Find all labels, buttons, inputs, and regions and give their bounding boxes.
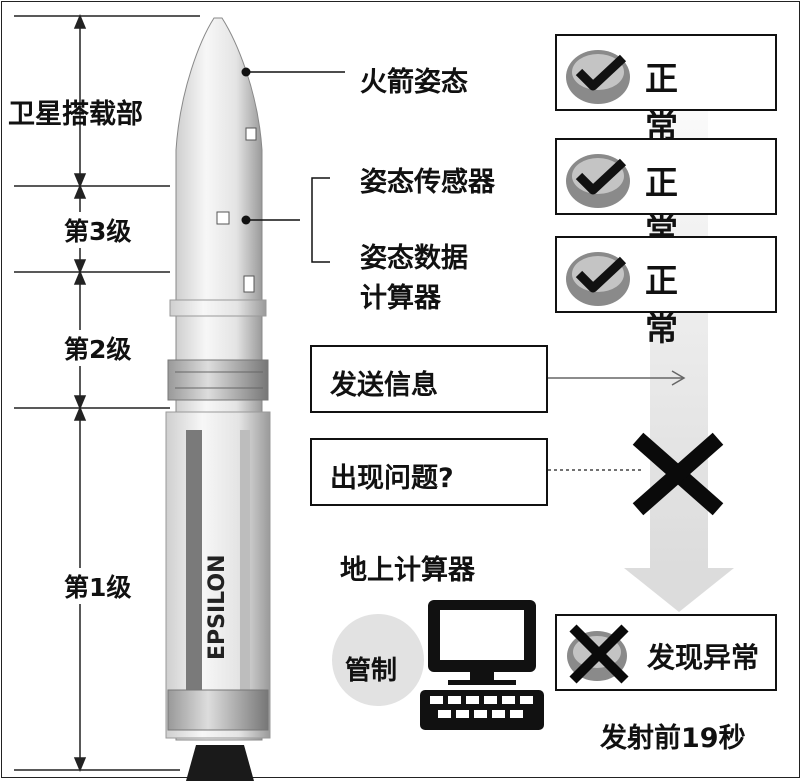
status-text: 正常 <box>645 59 718 146</box>
stage-label-payload: 卫星搭载部 <box>8 99 143 130</box>
stage-dimension-line <box>14 14 200 772</box>
problem-box: 出现问题? <box>310 438 548 506</box>
check-circle-icon <box>566 252 630 306</box>
send-arrow <box>548 370 686 386</box>
send-info-text: 发送信息 <box>330 370 438 401</box>
label-attitude-computer-line1: 姿态数据 <box>360 243 468 274</box>
sensor-point <box>241 215 251 225</box>
rocket-brand-text: EPSILON <box>205 554 230 660</box>
leader-lines <box>246 71 345 263</box>
label-attitude-sensor: 姿态传感器 <box>360 167 495 198</box>
stage-label-second: 第2级 <box>64 330 132 366</box>
attitude-point <box>241 67 251 77</box>
problem-text: 出现问题? <box>330 463 454 494</box>
launch-timing: 发射前19秒 <box>600 723 746 754</box>
check-circle-icon <box>566 154 630 208</box>
check-circle-icon <box>566 50 630 104</box>
label-attitude-computer-line2: 计算器 <box>360 283 441 314</box>
label-rocket-attitude: 火箭姿态 <box>360 67 468 98</box>
keyboard-keys <box>430 696 533 718</box>
status-box-attitude: 正常 <box>555 34 777 146</box>
abnormal-text: 发现异常 <box>647 641 760 674</box>
stage-label-third: 第3级 <box>64 212 132 248</box>
rocket-body <box>165 17 271 781</box>
error-cross-icon <box>632 432 724 516</box>
status-box-abnormal: 发现异常 <box>555 614 777 691</box>
abnormal-cross-icon <box>567 624 629 684</box>
ground-computer-title: 地上计算器 <box>340 555 475 586</box>
control-disc <box>332 614 424 706</box>
send-info-box: 发送信息 <box>310 345 548 413</box>
status-text: 正常 <box>645 261 718 348</box>
control-label: 管制 <box>345 656 398 686</box>
status-box-sensor: 正常 <box>555 138 777 250</box>
status-box-computer: 正常 <box>555 236 777 348</box>
stage-label-first: 第1级 <box>64 568 132 604</box>
